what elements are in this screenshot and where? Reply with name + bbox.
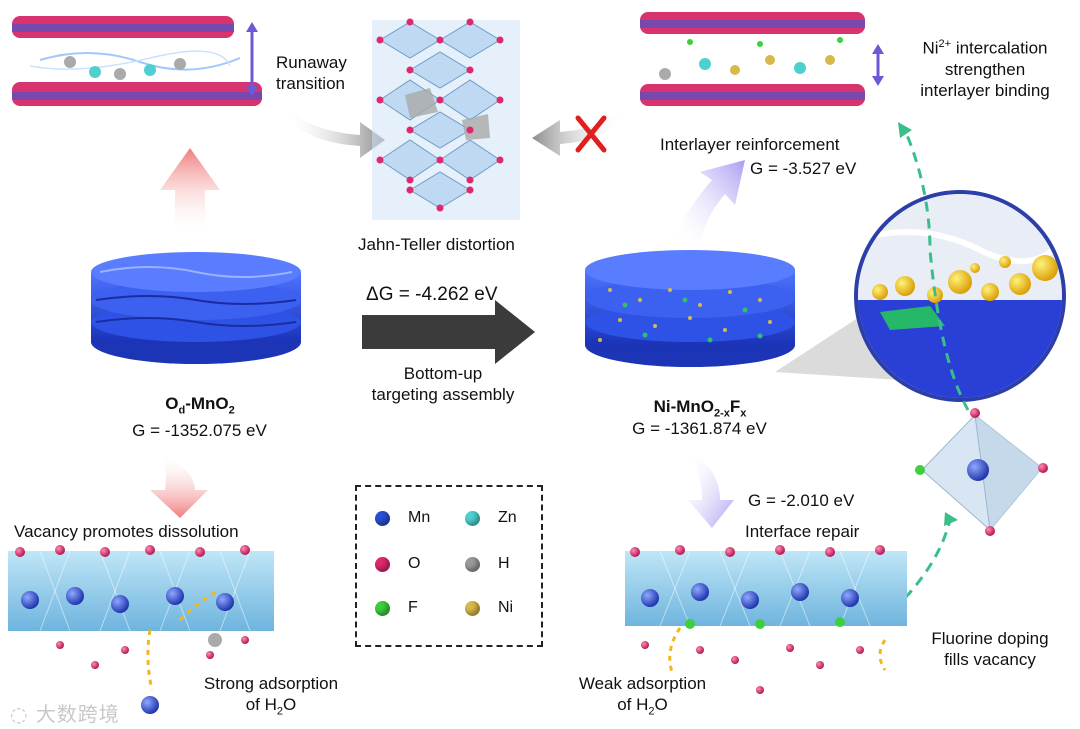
green-dashed-arrow-top [903,129,970,411]
red-arrow-up [160,148,220,236]
legend-item-ni: Ni [465,599,513,617]
legend-item-h: H [465,555,510,573]
g-od-value: G = -1352.075 eV [132,421,267,440]
red-arrow-down [150,452,208,518]
ni-atom-icon [465,600,480,616]
blocked-arrow [532,105,625,156]
h-atom-icon [465,556,480,572]
interface-repair-label: Interface repair [745,522,860,541]
runaway-arrow [282,100,385,158]
g-ni-value: G = -1361.874 eV [632,419,767,438]
ni-mno2-title: Ni-MnO2-xFx [653,397,747,420]
legend-item-zn: Zn [465,509,517,527]
jahn-teller-label: Jahn-Teller distortion [358,235,515,254]
ni-mno2-stack [585,250,795,367]
slab-bottom-left [8,545,274,714]
element-legend: Mn Zn O H F Ni [355,485,543,647]
legend-item-mn: Mn [375,509,430,527]
assembly-arrow [362,300,535,364]
od-mno2-title: Od-MnO2 [165,394,235,417]
slab-bottom-right [625,545,907,694]
purple-arrow-down [688,452,734,528]
green-dashed-arrow-bottom [903,519,952,600]
octahedron [915,408,1048,536]
purple-arrow-up [672,160,745,242]
jahn-teller-lattice [372,18,520,220]
od-mno2-stack [91,252,301,364]
g-interlayer-value: G = -3.527 eV [750,159,857,178]
layered-structure-top-right [640,12,884,106]
f-atom-icon [375,600,390,616]
o-atom-icon [375,556,390,572]
mn-atom-icon [375,510,390,526]
watermark-logo-icon: ◌ [10,702,29,726]
g-interface-value: G = -2.010 eV [748,491,855,510]
weak-adsorption-label: Weak adsorption of H2O [578,674,707,718]
zn-atom-icon [465,510,480,526]
watermark: ◌ 大数跨境 [10,702,120,726]
legend-item-f: F [375,599,418,617]
ni-intercalation-label: Ni2+ intercalation strengthen interlayer… [920,38,1050,100]
vacancy-dissolution-label: Vacancy promotes dissolution [14,522,239,541]
legend-item-o: O [375,555,420,573]
layered-structure-top-left [12,16,262,106]
strong-adsorption-label: Strong adsorption of H2O [203,674,339,718]
interlayer-reinforcement-label: Interlayer reinforcement [660,135,840,154]
delta-g-label: ΔG = -4.262 eV [366,284,498,305]
